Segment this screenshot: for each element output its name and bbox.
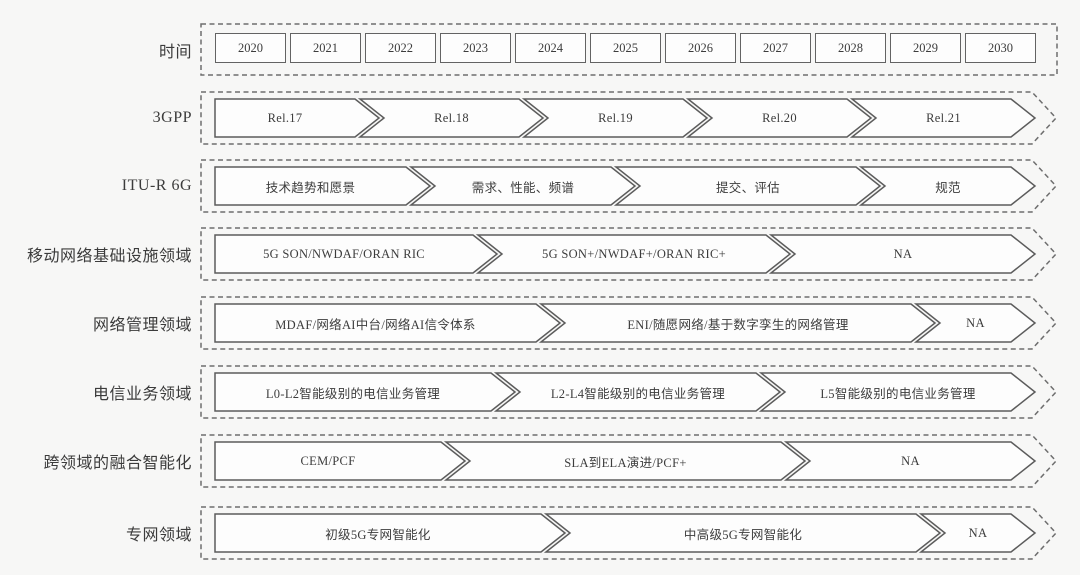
row-infra-shapes (200, 227, 1058, 281)
segment-label: 需求、性能、频谱 (471, 180, 575, 195)
row-itu-shapes (200, 159, 1058, 213)
row-time-shapes (200, 23, 1058, 76)
year-box: 2023 (440, 33, 511, 63)
row-label-mobile-network-infra: 移动网络基础设施领域 (26, 248, 192, 265)
row-label-time: 时间 (158, 43, 192, 61)
segment-label: 5G SON+/NWDAF+/ORAN RIC+ (542, 246, 726, 261)
segment-label: NA (966, 315, 985, 330)
row-dashed-outline (200, 434, 1058, 488)
segment-arrow-shape (918, 513, 1037, 553)
row-netmgmt-shapes (200, 296, 1058, 350)
segment-arrow-shape (475, 234, 792, 274)
year-box: 2027 (740, 33, 811, 63)
segment-arrow-shape (849, 98, 1037, 138)
segment-arrow-shape (214, 372, 517, 412)
year-box: 2029 (890, 33, 961, 63)
segment-label: 5G SON/NWDAF/ORAN RIC (263, 246, 425, 261)
segment-arrow-shape (783, 441, 1037, 481)
segment-label: NA (901, 453, 920, 468)
segment-label: MDAF/网络AI中台/网络AI信令体系 (275, 317, 476, 332)
segment-label: Rel.17 (267, 110, 303, 125)
row-label-network-management: 网络管理领域 (92, 317, 192, 334)
segment-arrow-shape (214, 303, 562, 343)
segment-label: 初级5G专网智能化 (325, 527, 431, 542)
segment-label: 中高级5G专网智能化 (683, 527, 803, 542)
year-box: 2020 (215, 33, 286, 63)
row-3gpp: 3GPP Rel.17 Rel.18 Rel.19 Rel.20 Rel.21 (0, 90, 1080, 146)
row-dashed-outline (200, 506, 1058, 560)
segment-arrow-shape (613, 166, 882, 206)
segment-arrow-shape (214, 441, 467, 481)
segment-label: Rel.20 (762, 110, 797, 125)
row-dashed-outline (200, 159, 1058, 213)
segment-label: ENI/随愿网络/基于数字孪生的网络管理 (627, 317, 849, 332)
segment-arrow-shape (408, 166, 637, 206)
segment-label: NA (968, 525, 988, 540)
segment-arrow-shape (214, 234, 499, 274)
segment-arrow-shape (543, 513, 942, 553)
row-dashed-outline (200, 227, 1058, 281)
segment-arrow-shape (357, 98, 545, 138)
segment-arrow-shape (768, 234, 1037, 274)
segment-arrow-shape (685, 98, 873, 138)
segment-label: L5智能级别的电信业务管理 (820, 386, 976, 401)
segment-arrow-shape (214, 98, 381, 138)
segment-label: L2-L4智能级别的电信业务管理 (550, 386, 726, 401)
segment-label: SLA到ELA演进/PCF+ (564, 455, 687, 470)
row-itu-r-6g: ITU-R 6G 技术趋势和愿景 需求、性能、频谱 提交、评估 规范 (0, 158, 1080, 214)
year-box: 2025 (590, 33, 661, 63)
row-mobile-network-infra: 移动网络基础设施领域 5G SON/NWDAF/ORAN RIC 5G SON+… (0, 226, 1080, 282)
segment-arrow-shape (538, 303, 937, 343)
segment-arrow-shape (214, 513, 567, 553)
segment-arrow-shape (493, 372, 782, 412)
row-time: 时间 2020 2021 2022 2023 2024 2025 2026 20… (0, 22, 1080, 77)
segment-arrow-shape (913, 303, 1037, 343)
row-private-network: 专网领域 初级5G专网智能化 中高级5G专网智能化 NA (0, 505, 1080, 561)
year-box: 2024 (515, 33, 586, 63)
segment-label: 提交、评估 (715, 180, 780, 195)
year-strip: 2020 2021 2022 2023 2024 2025 2026 2027 … (215, 33, 1036, 63)
segment-label: Rel.18 (434, 110, 469, 125)
year-box: 2021 (290, 33, 361, 63)
row-telecom-services: 电信业务领域 L0-L2智能级别的电信业务管理 L2-L4智能级别的电信业务管理… (0, 364, 1080, 420)
row-dashed-outline (200, 296, 1058, 350)
year-box: 2022 (365, 33, 436, 63)
segment-label: 规范 (935, 180, 961, 195)
row-telecom-shapes (200, 365, 1058, 419)
segment-arrow-shape (521, 98, 709, 138)
row-dashed-outline (200, 365, 1058, 419)
row-label-3gpp: 3GPP (152, 109, 192, 126)
segment-label: Rel.19 (598, 110, 633, 125)
year-box: 2026 (665, 33, 736, 63)
row-crossdomain-shapes (200, 434, 1058, 488)
year-box: 2030 (965, 33, 1036, 63)
segment-arrow-shape (443, 441, 807, 481)
segment-arrow-shape (214, 166, 432, 206)
segment-arrow-shape (758, 372, 1037, 412)
row-3gpp-shapes (200, 91, 1058, 145)
row-network-management: 网络管理领域 MDAF/网络AI中台/网络AI信令体系 ENI/随愿网络/基于数… (0, 295, 1080, 351)
segment-label: L0-L2智能级别的电信业务管理 (265, 386, 441, 401)
segment-label: CEM/PCF (300, 453, 356, 468)
segment-label: Rel.21 (926, 110, 961, 125)
segment-label: 技术趋势和愿景 (265, 180, 356, 195)
row-dashed-outline (200, 23, 1058, 76)
segment-label: NA (893, 246, 913, 261)
segment-arrow-shape (858, 166, 1037, 206)
row-label-private-network: 专网领域 (125, 527, 192, 544)
row-label-cross-domain-ai: 跨领域的融合智能化 (43, 455, 192, 472)
year-box: 2028 (815, 33, 886, 63)
row-label-itu-r-6g: ITU-R 6G (121, 177, 192, 194)
row-private-shapes (200, 506, 1058, 560)
row-label-telecom-services: 电信业务领域 (92, 386, 192, 403)
row-dashed-outline (200, 91, 1058, 145)
row-cross-domain-ai: 跨领域的融合智能化 CEM/PCF SLA到ELA演进/PCF+ NA (0, 433, 1080, 489)
